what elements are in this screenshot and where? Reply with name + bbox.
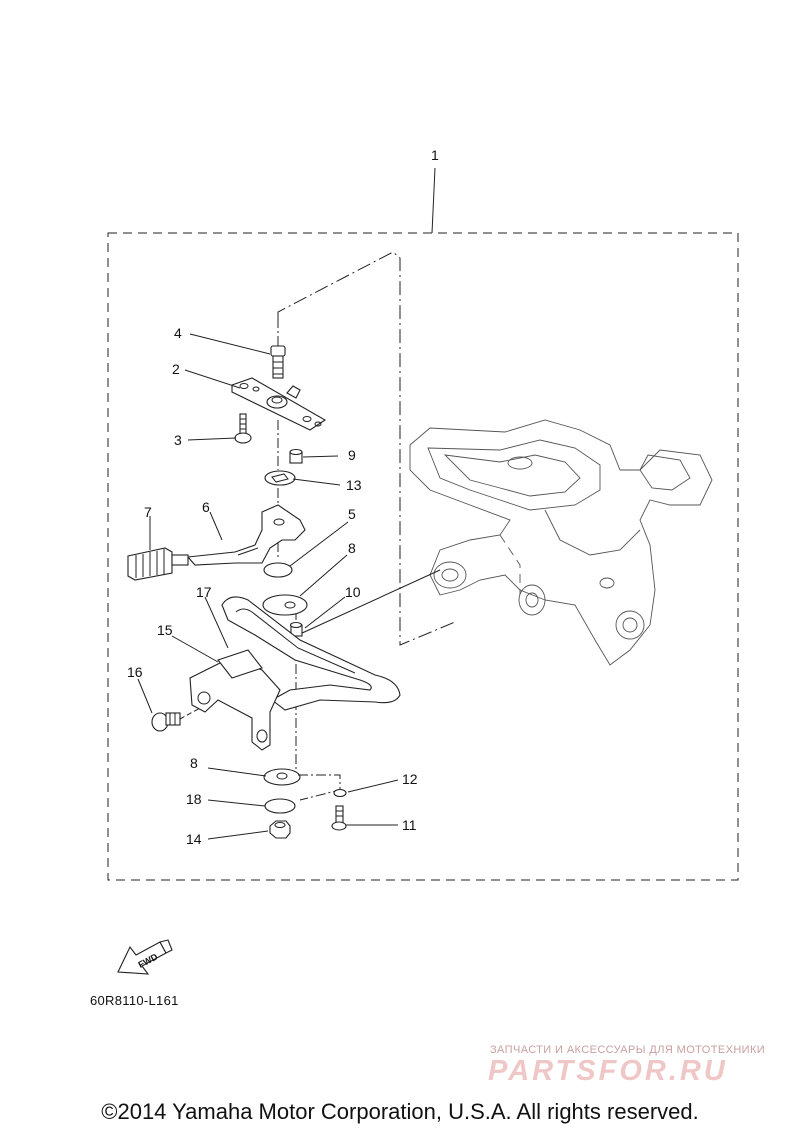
part-9-collar [289,448,303,464]
part-3-bolt [234,413,252,444]
leader-lines [137,333,399,840]
fwd-arrow-icon: FWD [117,939,173,975]
callout-13: 13 [346,477,362,493]
part-5-washer [263,562,293,578]
part-15-bracket [189,649,281,751]
part-10-collar [289,621,303,637]
callout-10: 10 [345,584,361,600]
part-13-washer [264,470,296,486]
part-6-lever [186,504,306,566]
callout-15: 15 [157,622,173,638]
callout-16: 16 [127,664,143,680]
callout-2: 2 [172,361,180,377]
callout-8-lower: 8 [190,755,198,771]
callout-4: 4 [174,325,182,341]
part-2-plate [231,377,327,431]
callout-3: 3 [174,432,182,448]
callout-11: 11 [402,817,417,833]
callout-14: 14 [186,831,202,847]
callout-1: 1 [431,147,439,163]
part-8-washer-upper [262,594,308,616]
part-18-washer [264,798,296,814]
leader-1 [431,167,436,234]
callout-5: 5 [348,506,356,522]
part-8-washer-lower [263,768,341,801]
callout-7: 7 [144,504,152,520]
watermark-tagline: ЗАПЧАСТИ И АКСЕССУАРЫ ДЛЯ МОТОТЕХНИКИ [490,1044,766,1056]
callout-6: 6 [202,499,210,515]
part-14-nut [269,820,291,839]
callout-17: 17 [196,584,212,600]
callout-9: 9 [348,447,356,463]
part-7-grip [127,547,189,581]
part-12-washer [333,788,347,798]
part-17-stopper [221,596,401,711]
part-11-bolt [331,805,347,831]
callout-8-upper: 8 [348,540,356,556]
callout-12: 12 [402,771,418,787]
part-4-screw [270,345,286,379]
copyright-notice: ©2014 Yamaha Motor Corporation, U.S.A. A… [101,1099,699,1124]
engine-bracket-outline [409,419,713,666]
assembly-boundary [107,232,739,881]
assembly-line-main [277,251,456,646]
assembly-line-washer [299,569,441,635]
part-code: 60R8110-L161 [90,993,179,1008]
part-16-bolt [151,707,201,732]
callout-18: 18 [186,791,202,807]
watermark-logo: PARTSFOR.RU [488,1055,728,1087]
